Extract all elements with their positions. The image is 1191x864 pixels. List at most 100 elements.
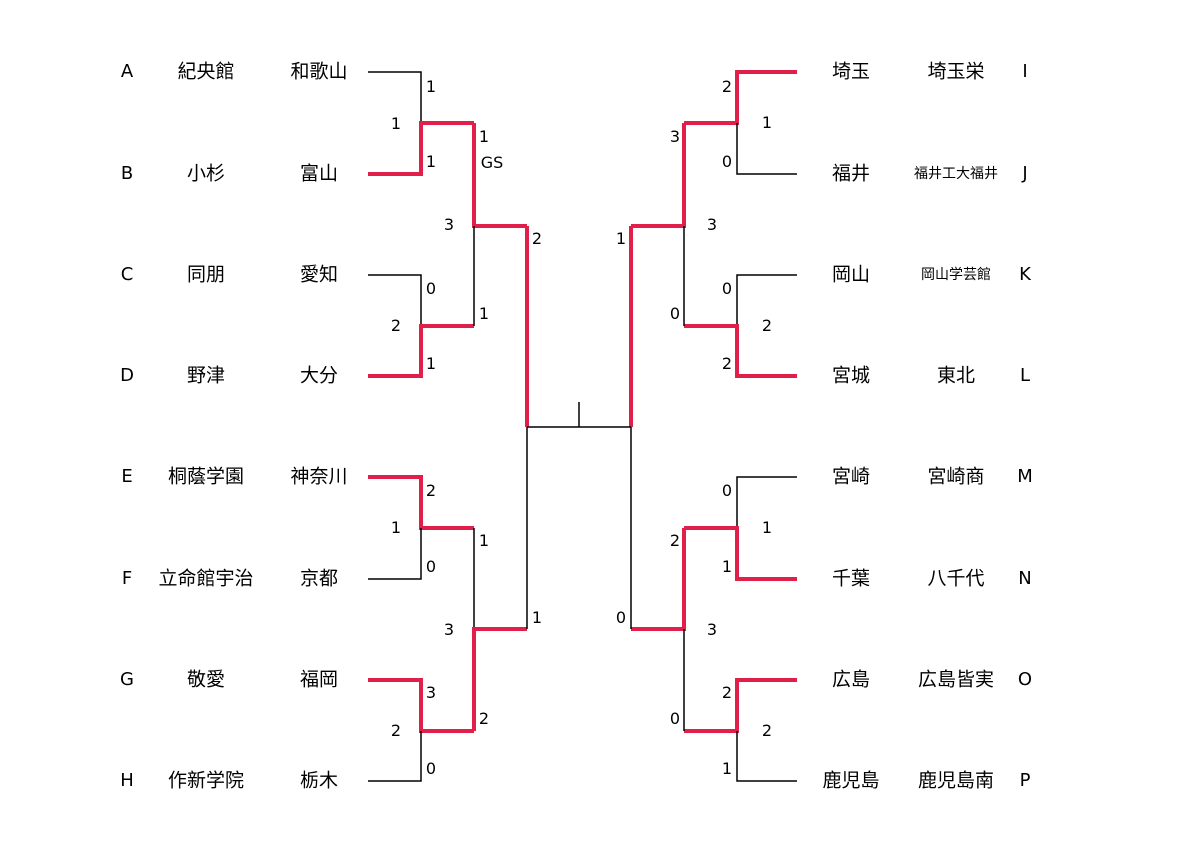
team-prefecture: 岡山	[831, 263, 871, 286]
match-score: 1	[478, 531, 490, 550]
bracket-line-winner	[368, 121, 474, 176]
match-score: 0	[425, 759, 437, 778]
match-score: 0	[721, 279, 733, 298]
match-score: 1	[615, 229, 627, 248]
team-school: 鹿児島南	[917, 769, 995, 792]
bracket-line-winner	[368, 324, 474, 378]
team-letter: G	[120, 669, 134, 690]
team-school: 八千代	[927, 567, 985, 590]
team-prefecture: 京都	[299, 567, 339, 590]
team-prefecture: 福岡	[299, 668, 339, 691]
pk-score: 2	[761, 721, 773, 740]
team-school: 埼玉栄	[927, 60, 985, 83]
team-prefecture: 富山	[299, 162, 339, 185]
team-school: 同朋	[186, 263, 226, 286]
bracket-line-loser	[368, 731, 422, 782]
team-school: 立命館宇治	[158, 567, 254, 590]
team-letter: F	[121, 568, 133, 589]
team-letter: M	[1017, 466, 1033, 487]
team-letter: D	[120, 365, 134, 386]
match-score: 1	[478, 304, 490, 323]
team-school: 広島皆実	[917, 668, 995, 691]
team-school: 作新学院	[167, 769, 245, 792]
match-score: 2	[721, 683, 733, 702]
bracket-line-loser	[368, 274, 422, 326]
team-school: 福井工大福井	[914, 166, 998, 182]
bracket-line-loser	[736, 731, 797, 782]
team-letter: L	[1019, 365, 1031, 386]
match-score: 2	[669, 531, 681, 550]
team-prefecture: 埼玉	[831, 60, 871, 83]
match-score: 0	[425, 279, 437, 298]
bracket-line-winner	[684, 324, 797, 378]
match-score: 2	[531, 229, 543, 248]
bracket-line-winner	[684, 70, 797, 125]
match-score: 1	[721, 759, 733, 778]
match-score: 0	[669, 304, 681, 323]
match-score: 0	[425, 557, 437, 576]
team-prefecture: 鹿児島	[822, 769, 880, 792]
team-prefecture: 宮崎	[831, 465, 871, 488]
team-school: 敬愛	[186, 668, 226, 691]
team-letter: J	[1022, 163, 1028, 184]
team-school: 野津	[186, 364, 226, 387]
team-letter: E	[121, 466, 133, 487]
match-score: 2	[425, 481, 437, 500]
team-prefecture: 広島	[831, 668, 871, 691]
team-school: 桐蔭学園	[167, 465, 245, 488]
match-score: 0	[721, 481, 733, 500]
team-letter: C	[120, 264, 134, 285]
pk-score: 3	[443, 620, 455, 639]
match-score: 1	[531, 608, 543, 627]
team-school: 岡山学芸館	[921, 267, 991, 283]
bracket-line-winner	[472, 627, 527, 731]
team-letter: O	[1017, 669, 1033, 690]
bracket-line-loser	[736, 274, 797, 326]
bracket-line-loser	[368, 71, 422, 123]
match-score: 1	[425, 77, 437, 96]
team-letter: B	[120, 163, 134, 184]
team-school: 宮崎商	[927, 465, 985, 488]
match-score: 1	[721, 557, 733, 576]
team-letter: K	[1019, 264, 1031, 285]
team-prefecture: 千葉	[831, 567, 871, 590]
match-score: 2	[478, 709, 490, 728]
pk-score: 3	[443, 215, 455, 234]
team-prefecture: 福井	[831, 162, 871, 185]
pk-score: 1	[761, 113, 773, 132]
match-score: 0	[669, 709, 681, 728]
team-letter: N	[1018, 568, 1032, 589]
team-school: 小杉	[186, 162, 226, 185]
team-prefecture: 和歌山	[290, 60, 348, 83]
golden-score-note: GS	[480, 153, 504, 172]
pk-score: 1	[390, 114, 402, 133]
match-score: 2	[721, 354, 733, 373]
match-score: 1	[425, 354, 437, 373]
team-prefecture: 大分	[299, 364, 339, 387]
bracket-line-winner	[684, 678, 797, 733]
match-score: 1	[425, 152, 437, 171]
bracket-line-loser	[368, 528, 422, 580]
pk-score: 3	[706, 215, 718, 234]
match-score: 3	[669, 127, 681, 146]
pk-score: 2	[390, 721, 402, 740]
match-score: 3	[425, 683, 437, 702]
match-score: 1	[478, 127, 490, 146]
team-school: 紀央館	[177, 60, 235, 83]
pk-score: 1	[761, 518, 773, 537]
pk-score: 3	[706, 620, 718, 639]
match-score: 2	[721, 77, 733, 96]
match-score: 0	[721, 152, 733, 171]
bracket-line-winner	[368, 678, 474, 733]
team-letter: I	[1022, 61, 1028, 82]
team-prefecture: 栃木	[299, 769, 339, 792]
match-score: 0	[615, 608, 627, 627]
bracket-line-winner	[368, 475, 474, 530]
pk-score: 2	[761, 316, 773, 335]
bracket-line-loser	[736, 123, 797, 175]
team-prefecture: 宮城	[831, 364, 871, 387]
team-prefecture: 愛知	[299, 263, 339, 286]
pk-score: 2	[390, 316, 402, 335]
bracket-line-winner	[684, 526, 797, 581]
team-letter: P	[1019, 770, 1031, 791]
